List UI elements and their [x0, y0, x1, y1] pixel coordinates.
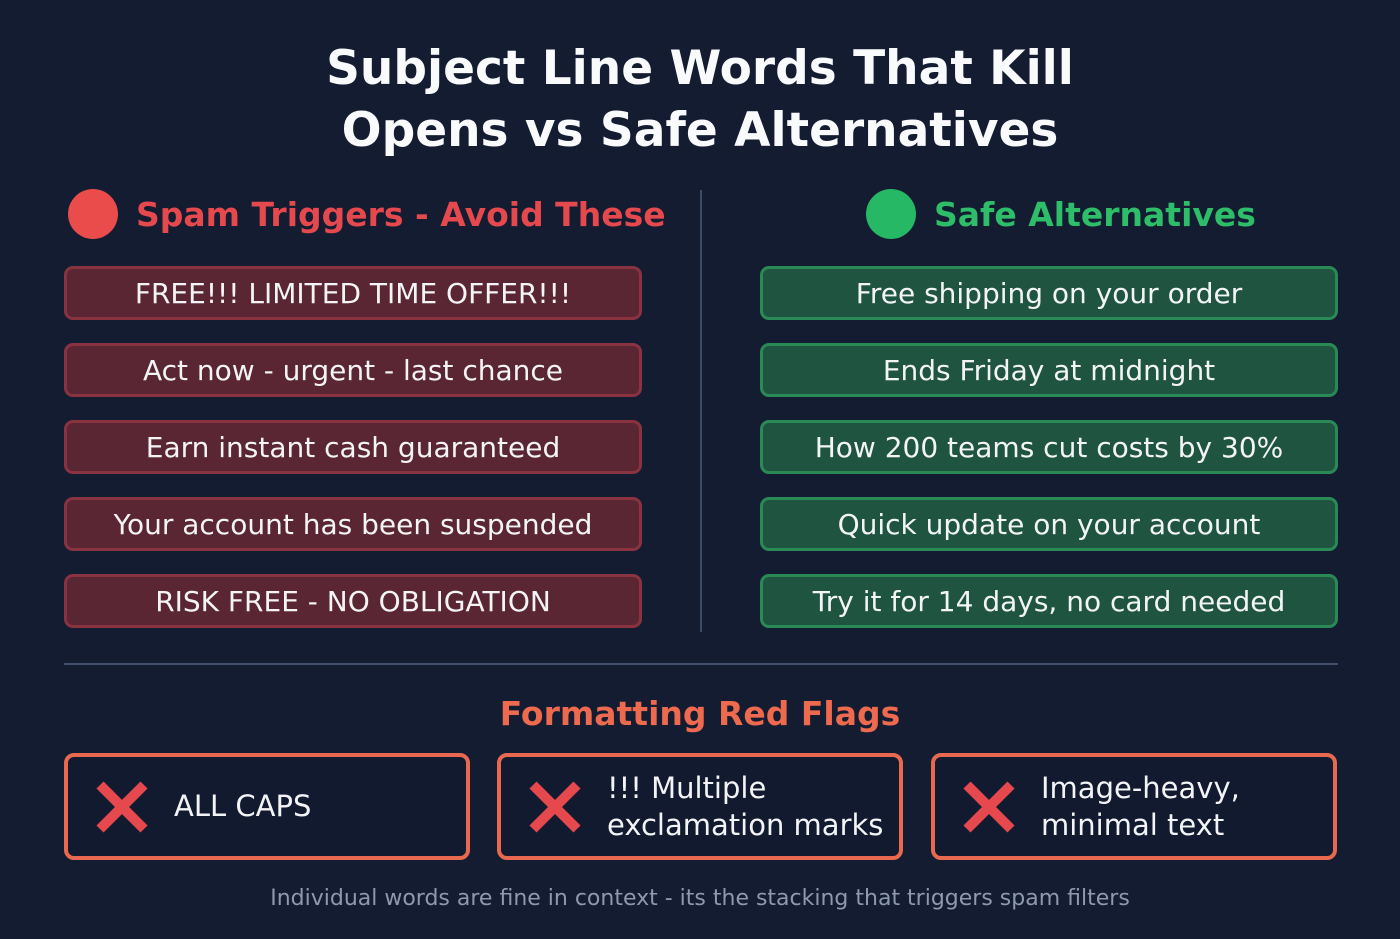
footnote: Individual words are fine in context - i… [270, 886, 1130, 911]
safe-item: Quick update on your account [760, 497, 1338, 551]
safe-alternative-list: Free shipping on your order Ends Friday … [760, 266, 1338, 651]
spam-heading-label: Spam Triggers - Avoid These [136, 194, 666, 234]
title-line-2: Opens vs Safe Alternatives [341, 103, 1059, 158]
flag-text-line: minimal text [1041, 807, 1225, 842]
flag-text-line: Image-heavy, [1041, 770, 1240, 805]
spam-column-heading: Spam Triggers - Avoid These [68, 188, 666, 240]
safe-item: Try it for 14 days, no card needed [760, 574, 1338, 628]
flag-text-line: ALL CAPS [174, 789, 312, 823]
safe-heading-label: Safe Alternatives [934, 194, 1256, 234]
vertical-divider [700, 190, 702, 632]
formatting-flag-card: !!! Multiple exclamation marks [497, 753, 903, 860]
title-line-1: Subject Line Words That Kill [326, 41, 1074, 96]
green-dot-icon [866, 189, 916, 239]
spam-item: RISK FREE - NO OBLIGATION [64, 574, 642, 628]
red-dot-icon [68, 189, 118, 239]
flag-text-line: !!! Multiple [607, 770, 767, 805]
spam-item: Your account has been suspended [64, 497, 642, 551]
safe-item: Ends Friday at midnight [760, 343, 1338, 397]
formatting-flag-card: Image-heavy, minimal text [931, 753, 1337, 860]
formatting-flag-card: ALL CAPS [64, 753, 470, 860]
safe-item: Free shipping on your order [760, 266, 1338, 320]
x-mark-icon [96, 780, 148, 833]
flag-text-line: exclamation marks [607, 807, 884, 842]
x-mark-icon [963, 780, 1015, 833]
spam-item: FREE!!! LIMITED TIME OFFER!!! [64, 266, 642, 320]
flag-text: Image-heavy, minimal text [1041, 770, 1240, 844]
formatting-heading: Formatting Red Flags [499, 694, 901, 733]
x-mark-icon [529, 780, 581, 833]
safe-item: How 200 teams cut costs by 30% [760, 420, 1338, 474]
safe-column-heading: Safe Alternatives [866, 188, 1256, 240]
spam-trigger-list: FREE!!! LIMITED TIME OFFER!!! Act now - … [64, 266, 642, 651]
spam-item: Earn instant cash guaranteed [64, 420, 642, 474]
spam-item: Act now - urgent - last chance [64, 343, 642, 397]
flag-text: !!! Multiple exclamation marks [607, 770, 883, 844]
page-title: Subject Line Words That Kill Opens vs Sa… [0, 38, 1400, 162]
horizontal-divider [64, 663, 1338, 665]
flag-text: ALL CAPS [174, 788, 311, 825]
